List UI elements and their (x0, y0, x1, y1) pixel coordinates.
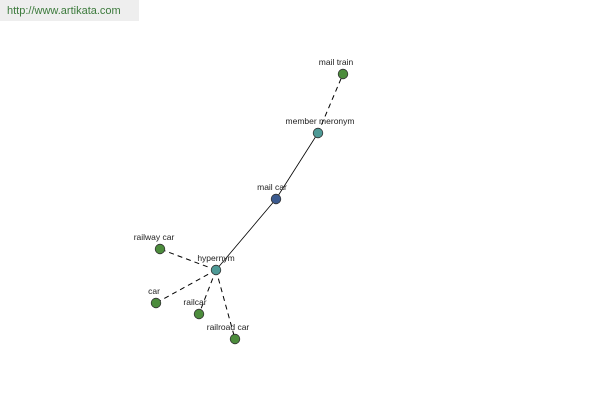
node-car[interactable]: car (148, 286, 162, 309)
watermark-url[interactable]: http://www.artikata.com (0, 0, 139, 21)
node-label-hypernym: hypernym (197, 253, 234, 263)
node-label-mail-car: mail car (257, 182, 287, 192)
node-circle-railroad-car[interactable] (229, 333, 241, 345)
node-circle-member-meronym[interactable] (312, 127, 324, 139)
node-mail-train[interactable]: mail train (319, 57, 354, 80)
edge-hypernym-to-railway-car (159, 248, 217, 271)
node-circle-mail-car[interactable] (270, 193, 282, 205)
node-circle-hypernym[interactable] (210, 264, 222, 276)
node-label-railway-car: railway car (134, 232, 175, 242)
edge-hypernym-to-car (155, 269, 217, 304)
edge-hypernym-to-railroad-car (215, 269, 236, 340)
node-circle-railway-car[interactable] (154, 243, 166, 255)
node-label-car: car (148, 286, 160, 296)
node-circle-railcar[interactable] (193, 308, 205, 320)
graph-nodes: mail car member meronym mail train hypernym… (134, 57, 355, 345)
graph-edges (155, 73, 344, 340)
edge-member-meronym-to-mail-train (317, 73, 344, 134)
edge-mail-car-to-member-meronym (275, 132, 319, 200)
node-circle-car[interactable] (150, 297, 162, 309)
node-circle-mail-train[interactable] (337, 68, 349, 80)
node-label-mail-train: mail train (319, 57, 354, 67)
node-label-member-meronym: member meronym (286, 116, 355, 126)
node-hypernym[interactable]: hypernym (197, 253, 235, 276)
node-railcar[interactable]: railcar (183, 297, 207, 320)
node-label-railcar: railcar (183, 297, 206, 307)
edge-mail-car-to-hypernym (215, 198, 277, 271)
node-railroad-car[interactable]: railroad car (207, 322, 250, 345)
node-member-meronym[interactable]: member meronym (286, 116, 355, 139)
node-railway-car[interactable]: railway car (134, 232, 175, 255)
node-mail-car[interactable]: mail car (257, 182, 287, 205)
edge-hypernym-to-railcar (198, 269, 217, 315)
node-label-railroad-car: railroad car (207, 322, 250, 332)
